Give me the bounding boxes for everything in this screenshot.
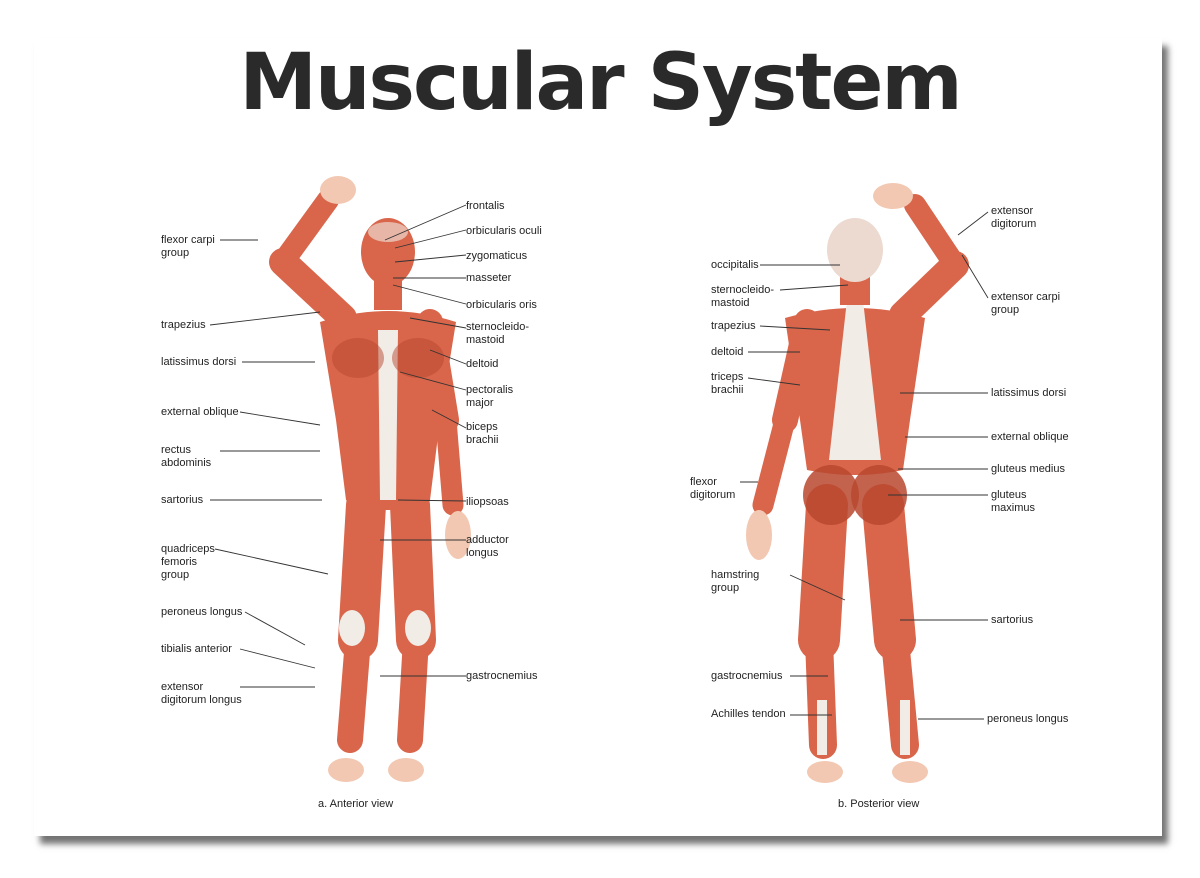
posterior-label-achilles-tendon: Achilles tendon (711, 708, 786, 720)
posterior-figure (746, 183, 969, 783)
posterior-label-deltoid: deltoid (711, 346, 744, 358)
anterior-forehead (368, 222, 408, 242)
posterior-achilles-right (817, 700, 827, 755)
posterior-label-latissimus-dorsi: latissimus dorsi (991, 387, 1067, 399)
anterior-knee-left (405, 610, 431, 646)
anterior-foot-left (388, 758, 424, 782)
posterior-label-gluteus-medius: gluteus medius (991, 463, 1065, 475)
anterior-label-extensor-digitorum-longus: extensor digitorum longus (161, 681, 242, 706)
posterior-caption: b. Posterior view (838, 798, 920, 810)
anterior-leader-line (429, 349, 467, 365)
posterior-forearm-raised (904, 194, 966, 276)
poster-title: Muscular System (239, 38, 962, 128)
posterior-label-occipitalis: occipitalis (711, 259, 759, 271)
anterior-linea-alba (378, 330, 398, 500)
posterior-leader-line (961, 254, 989, 299)
posterior-thigh-right (798, 484, 848, 661)
anterior-label-gastrocnemius: gastrocnemius (466, 670, 538, 682)
anterior-foot-right (328, 758, 364, 782)
posterior-gluteus-right (803, 465, 859, 525)
anterior-label-latissimus-dorsi: latissimus dorsi (161, 356, 237, 368)
posterior-head (827, 218, 883, 282)
anterior-label-sartorius: sartorius (161, 494, 204, 506)
anterior-leader-line (394, 254, 467, 263)
anterior-label-frontalis: frontalis (466, 200, 505, 212)
posterior-label-flexor-digitorum: flexor digitorum (690, 476, 736, 501)
anterior-shin-left (397, 627, 429, 753)
anterior-label-external-oblique: external oblique (161, 406, 239, 418)
anterior-forearm-raised (272, 189, 339, 273)
anterior-leader-line (239, 648, 316, 669)
anterior-upper-arm-raised (269, 248, 357, 332)
anterior-label-peroneus-longus: peroneus longus (161, 606, 243, 618)
anterior-leader-line (209, 311, 321, 326)
leader-lines (209, 204, 989, 720)
anterior-leader-line (394, 229, 467, 249)
anterior-leader-line (409, 317, 467, 329)
posterior-hand-raised (873, 183, 913, 209)
posterior-label-peroneus-longus: peroneus longus (987, 713, 1069, 725)
posterior-lumbar-fascia (829, 300, 881, 460)
anterior-leader-line (431, 409, 467, 429)
posterior-foot-right (807, 761, 843, 783)
anterior-label-biceps-brachii: biceps brachii (466, 421, 499, 446)
posterior-forearm (752, 409, 796, 516)
posterior-leader-line (957, 211, 989, 236)
posterior-label-gluteus-maximus: gluteus maximus (991, 489, 1036, 514)
anterior-label-masseter: masseter (466, 272, 512, 284)
posterior-thigh-left (862, 484, 916, 661)
posterior-gluteus-left (851, 465, 907, 525)
anterior-label-trapezius: trapezius (161, 319, 206, 331)
anterior-leader-line (244, 611, 306, 646)
posterior-label-gastrocnemius: gastrocnemius (711, 670, 783, 682)
anterior-label-pectoralis-major: pectoralis major (466, 384, 514, 409)
anterior-label-orbicularis-oculi: orbicularis oculi (466, 225, 542, 237)
anterior-forearm (435, 409, 464, 516)
anterior-hand (445, 511, 471, 559)
anterior-hand-raised (320, 176, 356, 204)
anterior-pectoral-right (332, 338, 384, 378)
posterior-foot-left (892, 761, 928, 783)
posterior-label-external-oblique: external oblique (991, 431, 1069, 443)
anterior-label-rectus-abdominis: rectus abdominis (161, 444, 212, 469)
anterior-leader-line (392, 284, 467, 305)
anterior-label-sternocleido-mastoid: sternocleido- mastoid (466, 321, 529, 346)
posterior-label-hamstring-group: hamstring group (711, 569, 760, 594)
anterior-leader-line (384, 204, 467, 241)
anterior-caption: a. Anterior view (318, 798, 394, 810)
anterior-label-zygomaticus: zygomaticus (466, 250, 528, 262)
anterior-leader-line (399, 371, 467, 391)
posterior-label-trapezius: trapezius (711, 320, 756, 332)
posterior-label-triceps-brachii: triceps brachii (711, 371, 744, 396)
posterior-leader-line (789, 574, 846, 601)
anterior-label-quadriceps-femoris-group: quadriceps femoris group (161, 543, 215, 581)
posterior-leader-line (747, 377, 801, 386)
posterior-upper-arm-raised (889, 251, 969, 329)
bodies-layer (269, 176, 969, 783)
anterior-leader-line (397, 499, 467, 502)
anterior-shin-right (337, 627, 371, 753)
anterior-label-tibialis-anterior: tibialis anterior (161, 643, 232, 655)
posterior-label-extensor-carpi-group: extensor carpi group (991, 291, 1061, 316)
anterior-pectoral-left (392, 338, 444, 378)
posterior-label-sternocleido-mastoid: sternocleido- mastoid (711, 284, 774, 309)
posterior-hand (746, 510, 772, 560)
anterior-leader-line (239, 411, 321, 426)
anterior-label-adductor-longus: adductor longus (466, 534, 509, 559)
posterior-achilles-left (900, 700, 910, 755)
anterior-figure (269, 176, 471, 782)
anterior-label-orbicularis-oris: orbicularis oris (466, 299, 537, 311)
posterior-label-sartorius: sartorius (991, 614, 1034, 626)
posterior-label-extensor-digitorum: extensor digitorum (991, 205, 1037, 230)
anterior-label-iliopsoas: iliopsoas (466, 496, 509, 508)
anterior-leader-line (214, 548, 329, 575)
posterior-leader-line (759, 325, 831, 331)
anterior-label-deltoid: deltoid (466, 358, 499, 370)
anterior-knee-right (339, 610, 365, 646)
anterior-label-flexor-carpi-group: flexor carpi group (161, 234, 215, 259)
posterior-leader-line (779, 284, 849, 291)
